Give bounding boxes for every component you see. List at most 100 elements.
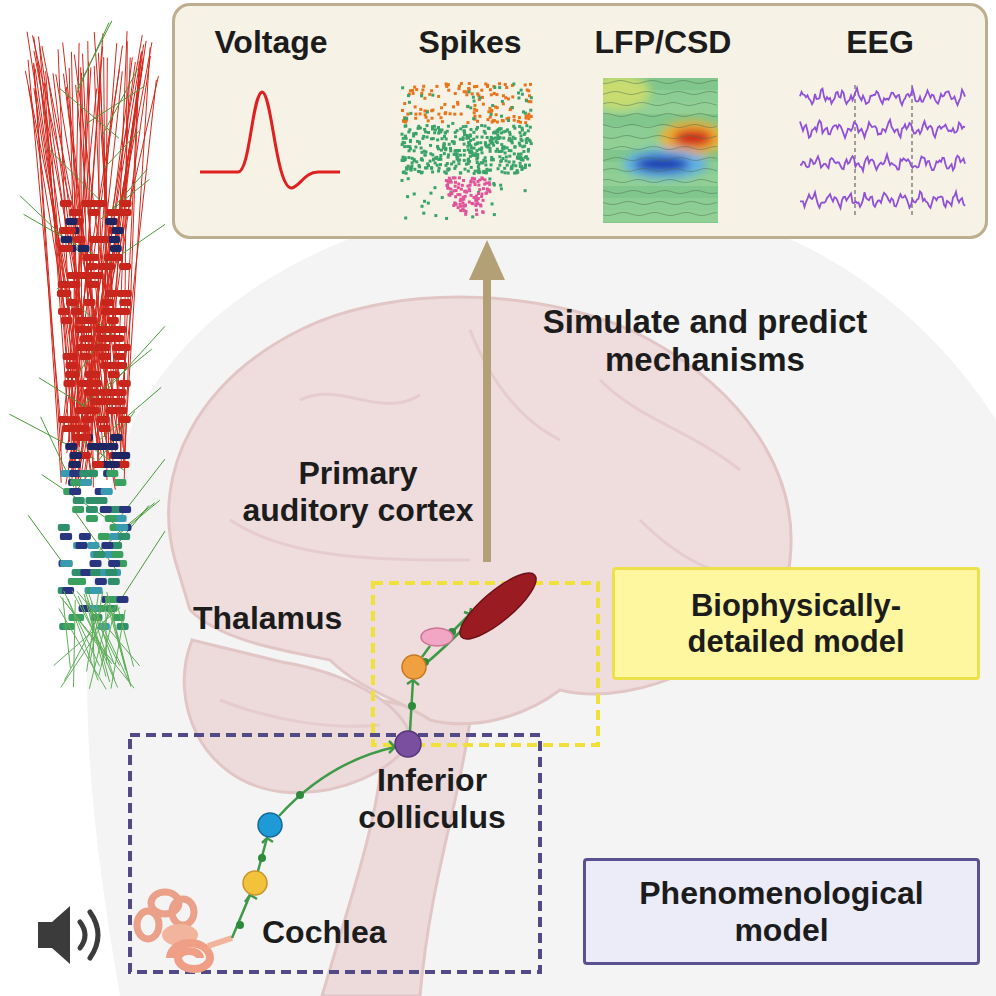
soma-segment: [86, 515, 98, 522]
soma-segment: [88, 407, 100, 414]
spike-dot: [430, 166, 433, 169]
spike-dot: [527, 89, 530, 92]
spike-dot: [476, 92, 479, 95]
spike-dot: [466, 105, 469, 108]
spike-dot: [424, 154, 427, 157]
soma-segment: [69, 461, 81, 468]
soma-segment: [58, 308, 70, 315]
spike-dot: [439, 157, 442, 160]
axon-line: [104, 131, 138, 167]
dendrite-line: [77, 83, 81, 450]
spike-dot: [463, 131, 466, 134]
soma-segment: [105, 362, 117, 369]
spike-dot: [473, 180, 476, 183]
spike-dot: [504, 171, 507, 174]
axon-line: [81, 349, 151, 406]
panel-heading: Voltage: [181, 24, 361, 61]
spike-dot: [415, 160, 418, 163]
soma-segment: [91, 272, 103, 279]
spike-dot: [433, 131, 436, 134]
spike-dot: [443, 135, 446, 138]
soma-segment: [82, 416, 94, 423]
synapse-dot: [258, 854, 266, 862]
spike-dot: [434, 157, 437, 160]
spike-dot: [517, 120, 520, 123]
spike-dot: [499, 184, 502, 187]
spike-dot: [485, 182, 488, 185]
soma-segment: [119, 380, 131, 387]
spike-dot: [459, 138, 462, 141]
spike-dot: [476, 170, 479, 173]
spike-dot: [512, 136, 515, 139]
spike-dot: [444, 147, 447, 150]
spike-dot: [513, 152, 516, 155]
soma-segment: [77, 245, 89, 252]
soma-segment: [112, 227, 124, 234]
spike-dot: [505, 155, 508, 158]
soma-segment: [120, 290, 132, 297]
soma-segment: [81, 335, 93, 342]
spike-dot: [468, 82, 471, 85]
spike-dot: [517, 91, 520, 94]
spike-dot: [479, 204, 482, 207]
soma-segment: [58, 290, 70, 297]
spike-dot: [430, 117, 433, 120]
spike-dot: [463, 149, 466, 152]
spike-dot: [501, 157, 504, 160]
spike-group: [445, 176, 492, 199]
soma-segment: [89, 371, 101, 378]
spike-dot: [426, 124, 429, 127]
spike-dot: [465, 125, 468, 128]
soma-segment: [58, 416, 70, 423]
spike-dot: [483, 178, 486, 181]
cochlea-drawing: [170, 943, 210, 969]
soma-segment: [112, 407, 124, 414]
soma-segment: [84, 299, 96, 306]
spike-dot: [500, 143, 503, 146]
axon-line: [57, 288, 118, 339]
spike-dot: [452, 105, 455, 108]
spike-dot: [443, 103, 446, 106]
spike-dot: [457, 206, 460, 209]
spike-dot: [524, 117, 527, 120]
spike-dot: [468, 90, 471, 93]
spike-dot: [430, 89, 433, 92]
soma-segment: [98, 425, 110, 432]
spike-dot: [461, 208, 464, 211]
soma-segment: [79, 470, 91, 477]
spike-dot: [468, 201, 471, 204]
spike-dot: [419, 112, 422, 115]
soma-segment: [112, 344, 124, 351]
spike-dot: [476, 153, 479, 156]
spike-dot: [505, 159, 508, 162]
spike-dot: [480, 161, 483, 164]
soma-segment: [105, 515, 117, 522]
spike-dot: [511, 166, 514, 169]
spike-dot: [462, 179, 465, 182]
soma-segment: [116, 524, 128, 531]
soma-segment: [72, 506, 84, 513]
spike-dot: [486, 136, 489, 139]
spike-dot: [466, 121, 469, 124]
spike-dot: [477, 165, 480, 168]
spike-dot: [464, 204, 467, 207]
spike-dot: [469, 106, 472, 109]
spike-dot: [529, 140, 532, 143]
heatmap-trace: [603, 169, 717, 172]
model-label: Phenomenological model: [617, 875, 947, 949]
spike-dot: [457, 87, 460, 90]
spike-dot: [484, 163, 487, 166]
spike-dot: [469, 155, 472, 158]
spike-dot: [521, 93, 524, 96]
spike-dot: [464, 210, 467, 213]
spike-dot: [459, 171, 462, 174]
soma-segment: [69, 461, 81, 468]
spike-dot: [441, 196, 444, 199]
spike-dot: [459, 154, 462, 157]
spike-dot: [401, 133, 404, 136]
spike-dot: [448, 143, 451, 146]
soma-segment: [108, 578, 120, 585]
dendrite-line: [84, 57, 132, 436]
spike-dot: [530, 96, 533, 99]
